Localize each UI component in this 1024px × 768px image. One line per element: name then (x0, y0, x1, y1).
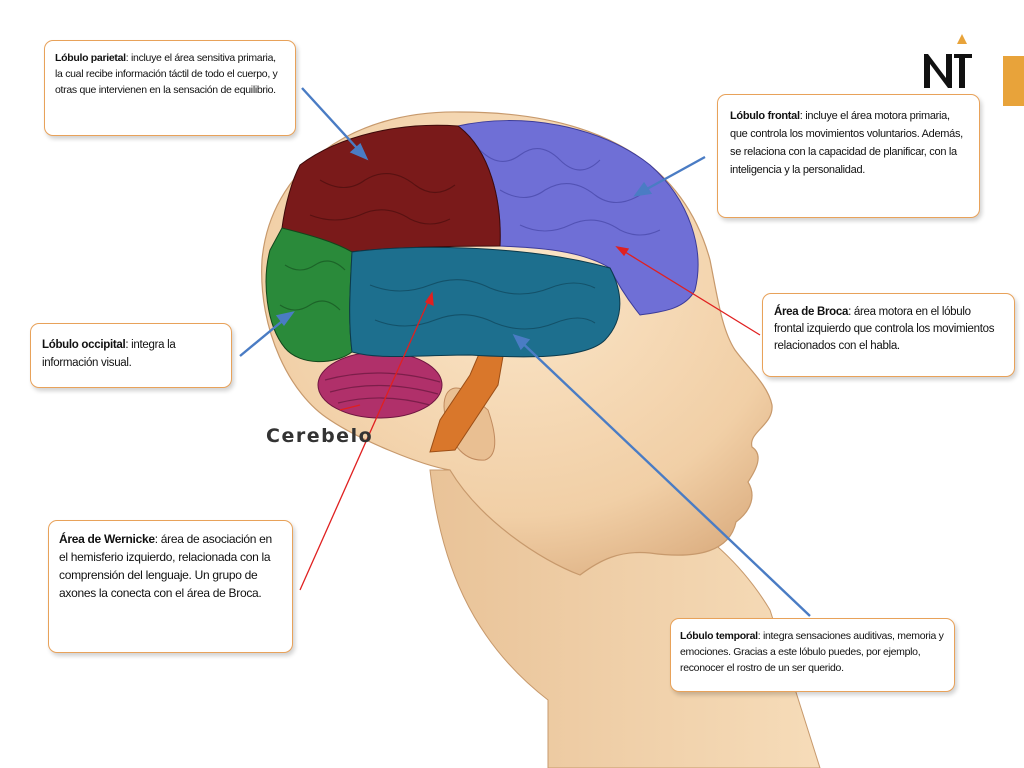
callout-area-de-broca: Área de Broca: área motora en el lóbulo … (762, 293, 1015, 377)
callout-title: Lóbulo temporal (680, 630, 758, 642)
callout-title: Lóbulo frontal (730, 110, 800, 122)
callout-area-de-wernicke: Área de Wernicke: área de asociación en … (48, 520, 293, 653)
callout-title: Área de Broca (774, 306, 849, 318)
arrow-broca (616, 246, 761, 336)
callout-lobulo-temporal: Lóbulo temporal: integra sensaciones aud… (670, 618, 955, 692)
callout-text: : integra la información visual. (42, 339, 176, 369)
cerebelo-label: Cerebelo (266, 425, 374, 447)
logo (918, 32, 976, 94)
callout-red-lines (299, 246, 761, 591)
arrow-parietal (301, 87, 367, 159)
callout-text: : integra sensaciones auditivas, memoria… (680, 630, 944, 674)
parietal-lobe (281, 124, 501, 253)
callout-lobulo-frontal: Lóbulo frontal: incluye el área motora p… (717, 94, 980, 218)
callout-text: : incluye el área motora primaria, que c… (730, 110, 963, 176)
callout-title: Área de Wernicke (59, 532, 155, 546)
arrow-cerebelo (339, 404, 361, 411)
callout-title: Lóbulo occipital (42, 339, 126, 351)
arrow-wernicke (299, 292, 433, 591)
callout-text: : área de asociación en el hemisferio iz… (59, 532, 272, 600)
callout-lobulo-parietal: Lóbulo parietal: incluye el área sensiti… (44, 40, 296, 136)
accent-tab (1003, 56, 1024, 106)
callout-title: Lóbulo parietal (55, 52, 126, 64)
temporal-lobe (349, 246, 621, 358)
callout-arrows (239, 87, 811, 617)
callout-text: : incluye el área sensitiva primaria, la… (55, 52, 278, 96)
callout-text: : área motora en el lóbulo frontal izqui… (774, 306, 995, 352)
arrow-temporal (514, 335, 811, 617)
callout-lobulo-occipital: Lóbulo occipital: integra la información… (30, 323, 232, 388)
